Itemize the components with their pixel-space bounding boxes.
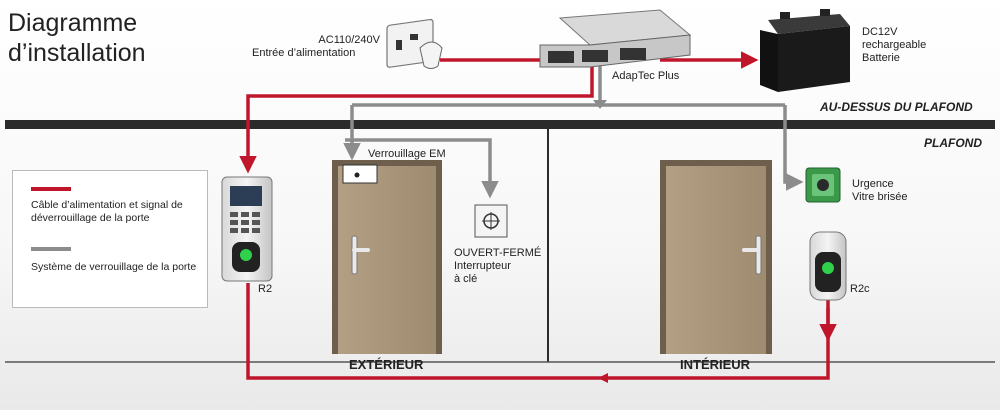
gray-junction-arrow <box>593 100 607 109</box>
battery-line-2: rechargeable <box>862 39 927 51</box>
interior-label: INTÉRIEUR <box>680 357 751 372</box>
title-line-1: Diagramme <box>8 9 138 37</box>
r2c-label: R2c <box>850 283 870 295</box>
battery <box>760 9 850 92</box>
exterior-label: EXTÉRIEUR <box>349 357 424 372</box>
ceiling-bar <box>5 120 995 129</box>
adaptec-label: AdapTec Plus <box>612 70 680 82</box>
r2-reader <box>221 176 273 282</box>
emergency-break-glass <box>805 167 841 203</box>
switch-line-3: à clé <box>454 273 478 285</box>
lock-label: Verrouillage EM <box>368 148 446 160</box>
red-cable <box>239 51 837 380</box>
exterior-door <box>332 160 442 354</box>
red-flow-arrow <box>598 373 608 383</box>
emergency-line-1: Urgence <box>852 178 894 190</box>
emergency-label: Urgence Vitre brisée <box>852 178 907 204</box>
interior-door <box>660 160 772 354</box>
battery-label: DC12V rechargeable Batterie <box>862 26 926 65</box>
zone-ceiling: PLAFOND <box>924 136 982 150</box>
switch-line-1: OUVERT-FERMÉ <box>454 247 542 259</box>
key-switch <box>474 204 508 238</box>
diagram-title: Diagramme d’installation <box>8 8 146 68</box>
battery-line-3: Batterie <box>862 52 900 64</box>
power-label: AC110/240V Entrée d’alimentation <box>252 34 380 60</box>
title-line-2: d’installation <box>8 39 146 67</box>
key-switch-label: OUVERT-FERMÉ Interrupteur à clé <box>454 247 541 286</box>
gray-cable <box>343 60 804 199</box>
adaptec-device <box>539 9 692 68</box>
legend-swatch-power <box>31 187 71 191</box>
zone-above-ceiling: AU-DESSUS DU PLAFOND <box>820 100 973 114</box>
power-outlet <box>386 18 443 69</box>
legend: Câble d’alimentation et signal de déverr… <box>12 170 208 308</box>
emergency-line-2: Vitre brisée <box>852 191 908 203</box>
r2c-reader <box>809 231 847 301</box>
switch-line-2: Interrupteur <box>454 260 511 272</box>
legend-text-power: Câble d’alimentation et signal de déverr… <box>31 199 183 224</box>
r2-label: R2 <box>258 283 273 295</box>
battery-line-1: DC12V <box>862 26 898 38</box>
legend-swatch-lock <box>31 247 71 251</box>
legend-text-lock: Système de verrouillage de la porte <box>31 261 197 273</box>
power-line-1: AC110/240V <box>318 34 380 46</box>
power-line-2: Entrée d’alimentation <box>252 47 356 59</box>
